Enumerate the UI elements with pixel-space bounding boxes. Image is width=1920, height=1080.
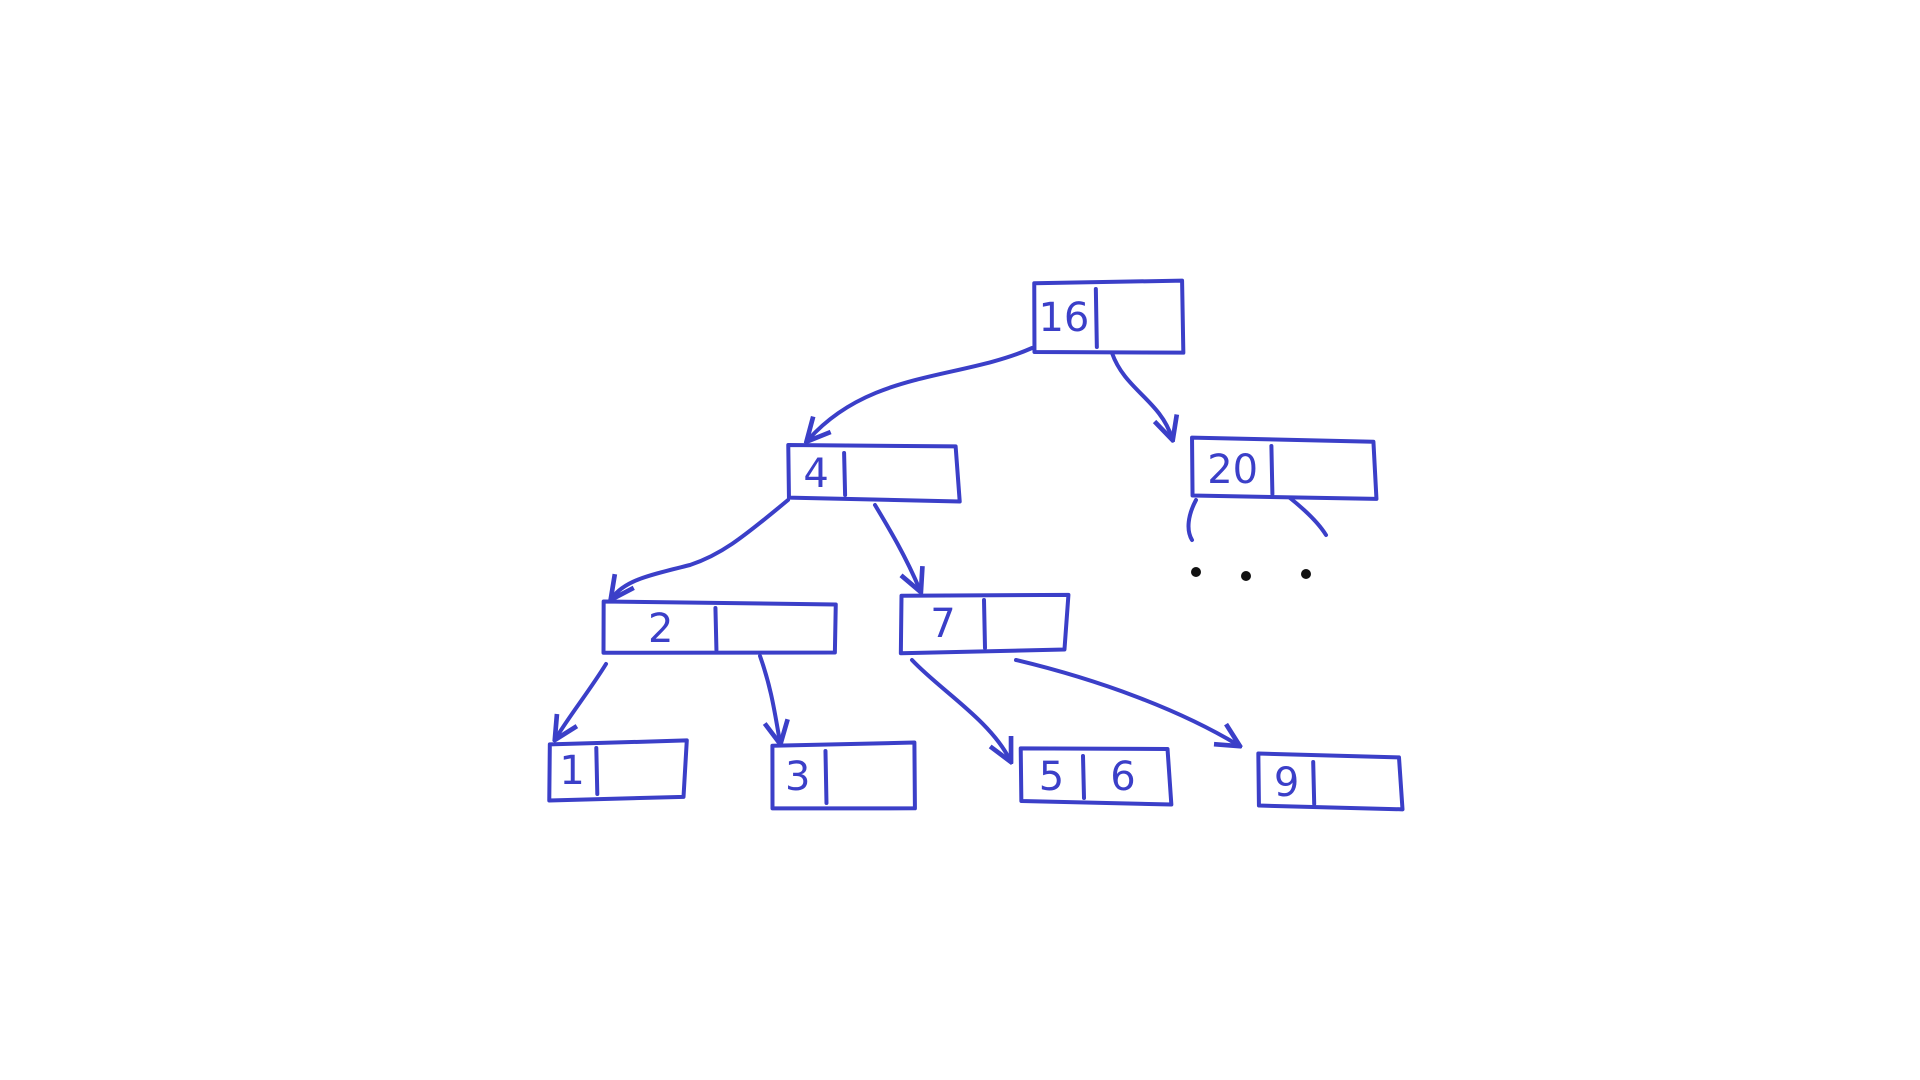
node-box	[1256, 751, 1405, 812]
tree-node-4: 4	[786, 443, 962, 504]
node-key-1: 16	[1038, 295, 1089, 341]
edge-n-root-to-n-4	[808, 346, 1034, 440]
node-key-1: 3	[785, 754, 810, 800]
edges-layer	[556, 346, 1238, 760]
edge-n-2-to-n-3	[758, 654, 780, 742]
edge-n-root-to-n-20	[1110, 351, 1172, 438]
key-divider	[713, 606, 719, 652]
truncated-children-layer	[1186, 496, 1328, 581]
key-divider	[1093, 287, 1099, 349]
truncated-edge-1	[1186, 498, 1198, 542]
node-key-1: 7	[930, 601, 955, 647]
key-divider	[842, 451, 848, 497]
tree-node-root: 16	[1032, 278, 1186, 355]
key-divider	[1081, 754, 1086, 800]
edge-n-4-to-n-7	[873, 503, 920, 590]
edge-n-7-to-n-5-6	[910, 658, 1010, 760]
node-box	[1018, 746, 1174, 807]
key-divider	[594, 746, 600, 796]
node-box	[770, 740, 917, 811]
tree-node-7: 7	[898, 592, 1071, 656]
node-key-1: 4	[803, 451, 828, 497]
key-divider	[1311, 760, 1317, 806]
node-key-1: 9	[1274, 760, 1299, 806]
node-key-2: 6	[1110, 754, 1135, 800]
node-key-1: 2	[648, 606, 673, 652]
edge-n-4-to-n-2	[612, 498, 790, 598]
edge-n-7-to-n-9	[1014, 658, 1238, 745]
node-box	[1032, 278, 1186, 355]
node-box	[547, 738, 689, 803]
node-box	[898, 592, 1071, 656]
ellipsis-dot-2	[1241, 571, 1251, 581]
tree-node-2: 2	[601, 599, 838, 655]
node-box	[601, 599, 838, 655]
ellipsis-dot-1	[1191, 567, 1201, 577]
tree-node-9: 9	[1256, 751, 1405, 812]
tree-node-1: 1	[547, 738, 689, 803]
edge-n-2-to-n-1	[556, 662, 608, 738]
node-key-1: 5	[1039, 754, 1064, 800]
ellipsis-dot-3	[1301, 569, 1311, 579]
key-divider	[1269, 444, 1275, 496]
key-divider	[982, 598, 987, 650]
node-key-1: 20	[1207, 447, 1258, 493]
node-box	[1190, 435, 1379, 501]
node-key-1: 1	[559, 748, 584, 794]
key-divider	[823, 749, 829, 805]
node-box	[786, 443, 962, 504]
tree-node-3: 3	[770, 740, 917, 811]
truncated-edge-2	[1288, 496, 1328, 537]
tree-node-20: 20	[1190, 435, 1379, 501]
